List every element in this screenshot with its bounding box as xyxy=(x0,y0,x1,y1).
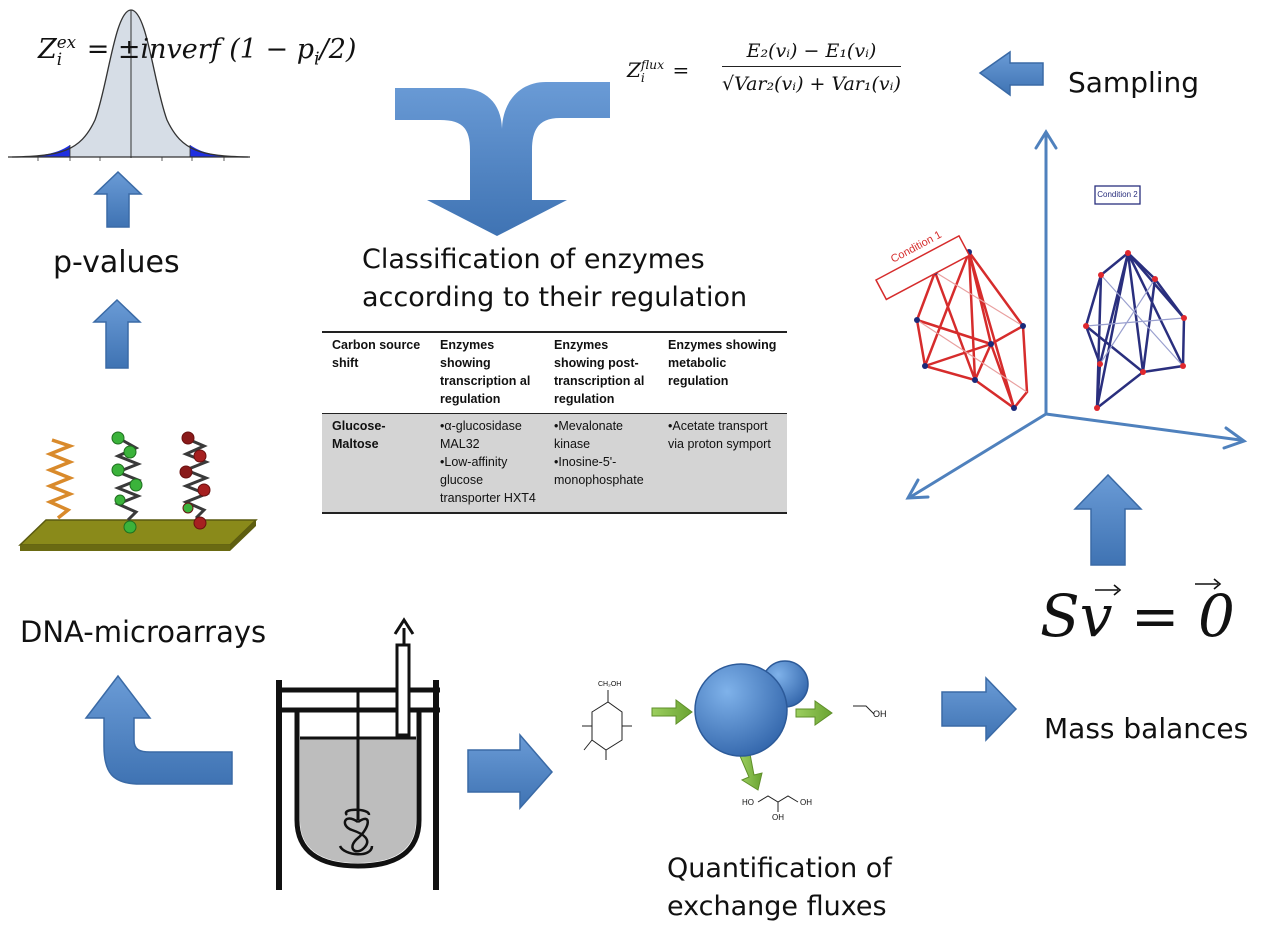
enzyme-regulation-table: Carbon source shift Enzymes showing tran… xyxy=(322,331,787,514)
vector-arrows xyxy=(1095,578,1222,596)
dna-microarray-illustration xyxy=(18,431,258,551)
label-quantification-line-2: exchange fluxes xyxy=(667,891,887,922)
left-tail xyxy=(12,145,70,157)
label-classification-line-1: Classification of enzymes xyxy=(362,244,705,275)
cell-carbon-shift: Glucose-Maltose xyxy=(332,419,386,451)
arrow-up-to-sampling xyxy=(1073,473,1143,566)
list-item: •α-glucosidase MAL32 xyxy=(440,419,522,451)
green-arrow-out-right xyxy=(795,700,833,726)
list-item: •Low-affinity glucose transporter HXT4 xyxy=(440,455,536,505)
condition-2-label: Condition 2 xyxy=(1097,190,1138,199)
label-classification-line-2: according to their regulation xyxy=(362,282,748,313)
ethanol-molecule xyxy=(853,705,875,715)
z-flux-numerator: E₂(vᵢ) − E₁(vᵢ) xyxy=(746,40,877,62)
label-sampling: Sampling xyxy=(1068,66,1200,99)
list-item: •Acetate transport via proton symport xyxy=(668,419,771,451)
right-tail xyxy=(190,145,248,157)
arrow-up-to-pvalues xyxy=(92,298,142,369)
header-transcriptional: Enzymes showing transcription al regulat… xyxy=(440,338,531,406)
cell-metabolic: •Acetate transport via proton symport xyxy=(658,414,787,514)
label-mass-balances: Mass balances xyxy=(1044,712,1249,745)
yeast-cell xyxy=(694,660,809,757)
label-quantification-line-1: Quantification of xyxy=(667,853,892,884)
curved-arrow-shape xyxy=(84,674,233,785)
green-arrow-in xyxy=(651,699,693,725)
glucose-molecule xyxy=(582,690,632,760)
list-item: •Mevalonate kinase xyxy=(554,419,624,451)
sampling-axes xyxy=(905,129,1248,500)
label-dna-microarrays: DNA-microarrays xyxy=(20,615,267,649)
arrow-up-to-bell xyxy=(93,170,143,228)
header-metabolic: Enzymes showing metabolic regulation xyxy=(668,338,777,388)
green-arrow-out-down xyxy=(739,753,763,791)
glucose-ch2oh-label: CH₂OH xyxy=(598,681,622,688)
merge-arrow xyxy=(395,82,610,236)
arrow-right-to-mass-balances xyxy=(941,676,1018,742)
z-flux-fraction: E₂(vᵢ) − E₁(vᵢ) √Var₂(vᵢ) + Var₁(vᵢ) xyxy=(722,40,901,95)
table-row: Glucose-Maltose •α-glucosidase MAL32 •Lo… xyxy=(322,413,787,514)
glycerol-molecule xyxy=(757,795,799,812)
header-post-transcriptional: Enzymes showing post-transcription al re… xyxy=(554,338,645,406)
arrow-left-to-flux-eq xyxy=(978,50,1044,97)
header-carbon-shift: Carbon source shift xyxy=(332,338,421,370)
glycerol-ho-label: HO xyxy=(742,798,754,807)
glycerol-oh-right-label: OH xyxy=(800,798,812,807)
normal-distribution-plot xyxy=(8,9,250,161)
list-item: •Inosine-5'-monophosphate xyxy=(554,455,644,487)
bell-area xyxy=(12,10,248,157)
mass-balance-equation: Sv = 0 xyxy=(1040,582,1235,650)
table-header-row: Carbon source shift Enzymes showing tran… xyxy=(322,332,787,414)
label-p-values: p-values xyxy=(53,245,180,280)
condition-2-polytope xyxy=(1083,185,1187,411)
bioreactor-illustration xyxy=(276,617,440,890)
arrow-right-to-yeast xyxy=(467,732,553,810)
glycerol-oh-bottom-label: OH xyxy=(772,813,784,822)
cell-post-transcriptional: •Mevalonate kinase •Inosine-5'-monophosp… xyxy=(544,414,658,514)
ethanol-oh-label: OH xyxy=(873,709,887,719)
z-flux-denominator: √Var₂(vᵢ) + Var₁(vᵢ) xyxy=(722,66,901,95)
condition-1-polytope xyxy=(874,234,1029,411)
cell-transcriptional: •α-glucosidase MAL32 •Low-affinity gluco… xyxy=(430,414,544,514)
